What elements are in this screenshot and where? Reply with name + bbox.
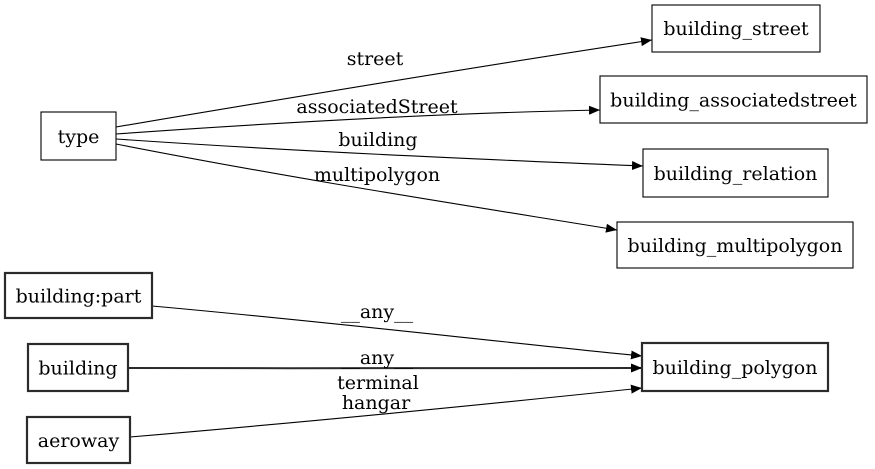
edge-label-street: street [347,48,404,70]
node-building-relation-label: building_relation [654,163,818,185]
edge-type-building-relation [115,138,644,171]
node-building-relation-box [642,148,829,198]
node-building-multipolygon: building_multipolygon [616,221,854,269]
node-building-label: building [38,358,117,380]
node-aeroway: aeroway [25,415,132,465]
node-group: type building_street building_associated… [3,4,868,465]
node-aeroway-box [25,415,132,465]
node-building-relation: building_relation [642,148,829,198]
node-building-associatedstreet-box [599,75,868,124]
node-building-multipolygon-label: building_multipolygon [628,235,843,257]
edge-label-group: street associatedStreet building multipo… [296,48,458,414]
edge-type-building-associatedstreet [115,105,601,135]
node-building-street-box [651,4,821,53]
node-building-polygon-box [640,341,830,393]
edge-group [115,37,653,438]
node-type-label: type [58,126,100,148]
node-building-polygon: building_polygon [640,341,830,393]
edge-aeroway-building-polygon [129,384,643,438]
node-building-part-label: building:part [16,286,142,308]
node-building-street-label: building_street [663,18,809,40]
node-building-polygon-label: building_polygon [653,357,818,379]
edge-label-multipolygon: multipolygon [314,164,440,186]
edge-label-any-building: __any__ [341,347,414,369]
node-building-multipolygon-box [616,221,854,269]
node-building-box [26,342,130,393]
node-type-box [40,111,117,161]
node-building-street: building_street [651,4,821,53]
edge-label-terminal: terminal [337,372,419,394]
edge-type-building-street [115,37,653,128]
node-type: type [40,111,117,161]
edge-type-building-multipolygon [115,143,618,233]
edge-label-any-buildingpart: __any__ [341,301,414,323]
node-building-part: building:part [3,271,154,320]
node-aeroway-label: aeroway [38,430,120,452]
node-building-associatedstreet: building_associatedstreet [599,75,868,124]
edge-buildingpart-building-polygon [151,305,643,360]
edge-label-building: building [338,129,417,151]
edge-label-associatedstreet: associatedStreet [296,96,458,118]
node-building-part-box [3,271,154,320]
node-building-associatedstreet-label: building_associatedstreet [610,90,857,112]
edge-label-hangar: hangar [342,392,411,414]
node-building: building [26,342,130,393]
